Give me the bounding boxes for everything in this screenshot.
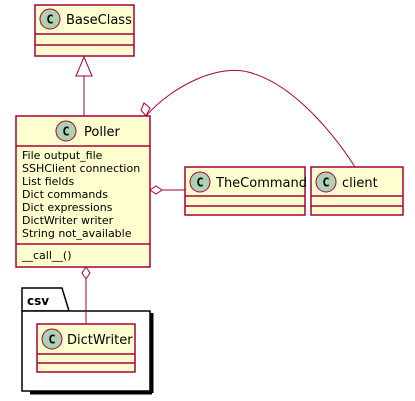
aggregation-diamond-thecommand — [149, 185, 163, 195]
class-name: client — [342, 176, 378, 191]
field-not-available: String not_available — [22, 227, 132, 240]
field-writer: DictWriter writer — [22, 214, 114, 227]
class-poller[interactable]: C Poller File output_file SSHClient conn… — [15, 115, 151, 268]
package-name: csv — [27, 294, 49, 308]
class-stereotype: C — [48, 333, 55, 347]
edges — [75, 55, 358, 324]
class-thecommand[interactable]: C TheCommand — [184, 166, 307, 216]
class-name: DictWriter — [67, 333, 133, 348]
class-client[interactable]: C client — [310, 166, 404, 216]
class-name: TheCommand — [215, 176, 307, 191]
inheritance-arrowhead — [75, 55, 93, 77]
class-stereotype: C — [322, 176, 329, 190]
field-commands: Dict commands — [22, 188, 108, 201]
class-stereotype: C — [196, 176, 203, 190]
aggregation-diamond-dictwriter — [81, 266, 91, 280]
field-connection: SSHClient connection — [22, 162, 140, 175]
class-dictwriter[interactable]: C DictWriter — [36, 323, 136, 373]
class-baseclass[interactable]: C BaseClass — [34, 4, 135, 57]
class-name: Poller — [84, 125, 121, 140]
field-output-file: File output_file — [22, 149, 103, 162]
class-icon — [41, 328, 63, 350]
class-icon — [55, 120, 77, 142]
field-expressions: Dict expressions — [22, 201, 113, 214]
class-stereotype: C — [46, 13, 53, 27]
class-name: BaseClass — [66, 13, 132, 28]
class-icon — [315, 171, 337, 193]
field-fields: List fields — [22, 175, 74, 188]
aggregation-diamond-client — [140, 102, 151, 117]
edge-aggregation-client — [145, 69, 358, 171]
class-stereotype: C — [62, 125, 69, 139]
class-box — [15, 115, 151, 268]
class-icon — [189, 171, 211, 193]
method-call: __call__() — [21, 249, 71, 262]
class-icon — [39, 8, 61, 30]
